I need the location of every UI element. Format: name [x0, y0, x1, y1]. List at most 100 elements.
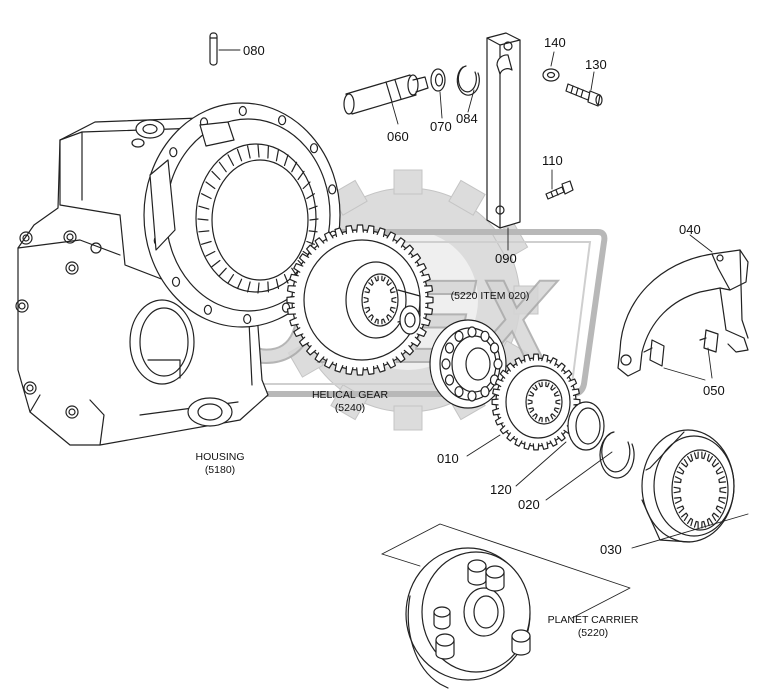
ring-gear-tooth — [267, 281, 269, 293]
gear-tooth — [410, 253, 422, 264]
gear-tooth — [286, 306, 296, 315]
spline-tooth — [368, 279, 374, 286]
gear-tooth — [298, 336, 310, 347]
caption-helical-gear: HELICAL GEAR (5240) — [295, 389, 405, 415]
spline-tooth — [363, 297, 369, 303]
ring-gear-tooth — [275, 278, 280, 290]
gear-tooth — [557, 432, 566, 442]
ring-gear-tooth — [218, 161, 227, 173]
gear-tooth — [523, 354, 531, 363]
spline-tooth — [381, 275, 386, 282]
gear-tooth — [293, 263, 304, 273]
spline-tooth — [550, 413, 556, 420]
spline-tooth — [715, 505, 724, 514]
spline-tooth — [545, 381, 550, 388]
ring-gear-tooth — [201, 193, 212, 200]
gear-tooth — [532, 443, 540, 451]
ring-gear-tooth — [283, 154, 289, 166]
gear-tooth — [506, 432, 515, 442]
callout-084: 084 — [456, 111, 478, 126]
spline-tooth — [718, 476, 726, 484]
gear-tooth — [532, 353, 540, 361]
gear-tooth — [403, 244, 414, 255]
spline-tooth — [676, 466, 685, 475]
spline-tooth — [718, 496, 726, 504]
callout-020: 020 — [518, 497, 540, 512]
spline-tooth — [374, 275, 379, 282]
gear-tooth — [492, 407, 501, 416]
shaft-060 — [343, 74, 429, 115]
leader-lines — [218, 49, 749, 549]
flange-bolt-hole — [278, 115, 287, 126]
gear-010 — [491, 353, 581, 451]
bearing-ball — [444, 374, 455, 386]
bearing-ball — [441, 358, 451, 370]
spline-tooth — [676, 505, 685, 514]
gear-tooth — [314, 352, 325, 363]
gear-tooth — [345, 365, 354, 375]
spline-tooth — [527, 399, 533, 405]
gear-tooth — [514, 437, 523, 447]
watermark-gear-tooth — [448, 179, 486, 216]
gear-tooth — [568, 378, 578, 388]
callout-110: 110 — [542, 153, 563, 168]
ring-gear-tooth — [308, 205, 318, 210]
gear-tooth — [416, 263, 427, 273]
spline-tooth — [528, 407, 535, 413]
spline-tooth — [553, 391, 560, 397]
ring-gear-tooth — [247, 281, 251, 293]
gear-tooth — [306, 244, 317, 255]
gear-tooth — [356, 224, 364, 233]
bearing-ball — [480, 386, 490, 398]
gear-tooth — [306, 345, 317, 356]
spline-tooth — [693, 451, 699, 460]
ring-gear-tooth — [218, 267, 227, 277]
ring-gear-tooth — [227, 154, 235, 166]
snap-ring-084 — [456, 65, 480, 96]
gear-tooth — [424, 306, 434, 315]
ring-gear-tooth — [236, 278, 243, 290]
flange-bolt-hole — [238, 105, 247, 117]
flange-bolt-hole — [169, 147, 178, 158]
ring-gear-tooth — [309, 218, 319, 221]
gear-tooth — [499, 369, 509, 379]
spline-tooth — [364, 306, 371, 314]
gear-tooth — [376, 362, 386, 373]
ring-gear-tooth — [211, 259, 221, 268]
callout-060: 060 — [387, 129, 409, 144]
spline-tooth — [555, 399, 561, 405]
ring-gear-tooth — [297, 170, 305, 181]
gear-tooth — [356, 367, 364, 376]
spline-tooth — [693, 520, 699, 529]
planet-pin — [433, 606, 451, 630]
gear-tooth — [298, 253, 310, 264]
spline-tooth — [681, 459, 689, 468]
ring-gear-tooth — [247, 145, 251, 159]
gear-tooth — [416, 327, 427, 337]
spline-tooth — [391, 297, 397, 303]
gear-tooth — [571, 388, 580, 397]
gear-tooth — [549, 357, 558, 367]
spline-tooth — [701, 451, 707, 460]
gear-tooth — [410, 336, 422, 347]
ring-gear-tooth — [257, 282, 260, 294]
flange-bolt-hole — [281, 302, 291, 313]
pin-080 — [209, 32, 218, 66]
planet-pin — [435, 633, 455, 660]
gear-tooth — [514, 357, 523, 367]
gear-tooth — [345, 225, 354, 235]
gear-tooth — [541, 441, 549, 450]
gear-tooth — [395, 237, 406, 248]
gear-tooth — [386, 358, 396, 369]
bearing-ball — [480, 330, 490, 342]
washer-070 — [430, 68, 446, 92]
bearing-ball — [467, 326, 477, 338]
spline-tooth — [681, 512, 689, 521]
flange-bolt-hole — [328, 184, 337, 195]
ring-gear-tooth — [302, 181, 311, 190]
gear-tooth — [549, 437, 558, 447]
callout-080: 080 — [243, 43, 265, 58]
ring-gear-tooth — [306, 193, 315, 200]
spline-tooth — [674, 496, 682, 504]
gear-tooth — [492, 388, 501, 397]
